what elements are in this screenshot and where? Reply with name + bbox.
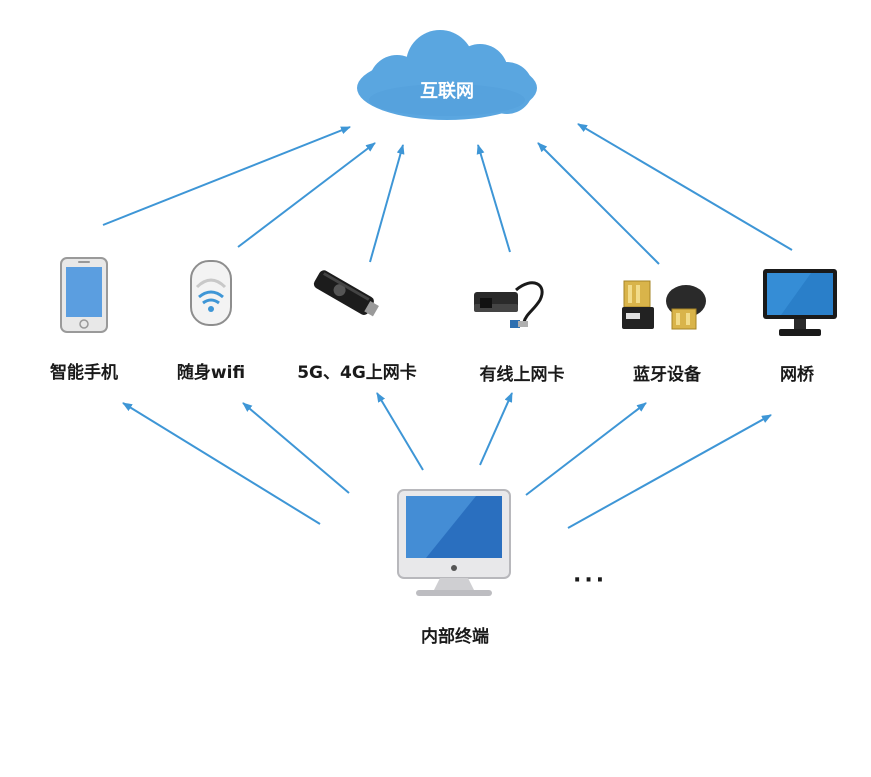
arrow-terminal-to-phone	[122, 402, 321, 525]
device-label-ethernet-adapter: 有线上网卡	[479, 365, 565, 385]
arrow-terminal-to-bridge	[567, 414, 772, 529]
arrow-phone-to-internet	[102, 126, 351, 226]
arrow-terminal-to-wifi	[242, 402, 350, 494]
device-label-smartphone: 智能手机	[50, 363, 118, 383]
portable-wifi-icon	[190, 260, 232, 326]
device-label-usb-modem: 5G、4G上网卡	[297, 363, 417, 383]
arrow-bluetooth-to-internet	[537, 142, 660, 265]
internet-cloud-icon	[357, 30, 537, 120]
arrow-modem-to-internet	[369, 144, 405, 263]
device-label-bridge: 网桥	[780, 365, 814, 385]
arrow-terminal-to-ethernet	[479, 392, 513, 466]
more-devices-ellipsis: ···	[573, 568, 608, 593]
arrow-terminal-to-modem	[376, 392, 424, 471]
device-label-bluetooth: 蓝牙设备	[633, 365, 701, 385]
bluetooth-dongle-icon	[622, 280, 706, 330]
arrow-ethernet-to-internet	[476, 144, 511, 253]
device-label-portable-wifi: 随身wifi	[176, 363, 246, 383]
terminal-label: 内部终端	[421, 627, 489, 647]
desktop-computer-icon	[397, 489, 511, 596]
arrow-wifi-to-internet	[237, 142, 376, 248]
usb-ethernet-adapter-icon	[474, 281, 544, 328]
usb-modem-icon	[313, 270, 379, 317]
bridge-monitor-icon	[763, 269, 837, 336]
arrow-terminal-to-bluetooth	[525, 402, 647, 496]
arrow-bridge-to-internet	[577, 123, 793, 251]
internet-label: 互联网	[420, 81, 474, 102]
smartphone-icon	[60, 257, 108, 333]
